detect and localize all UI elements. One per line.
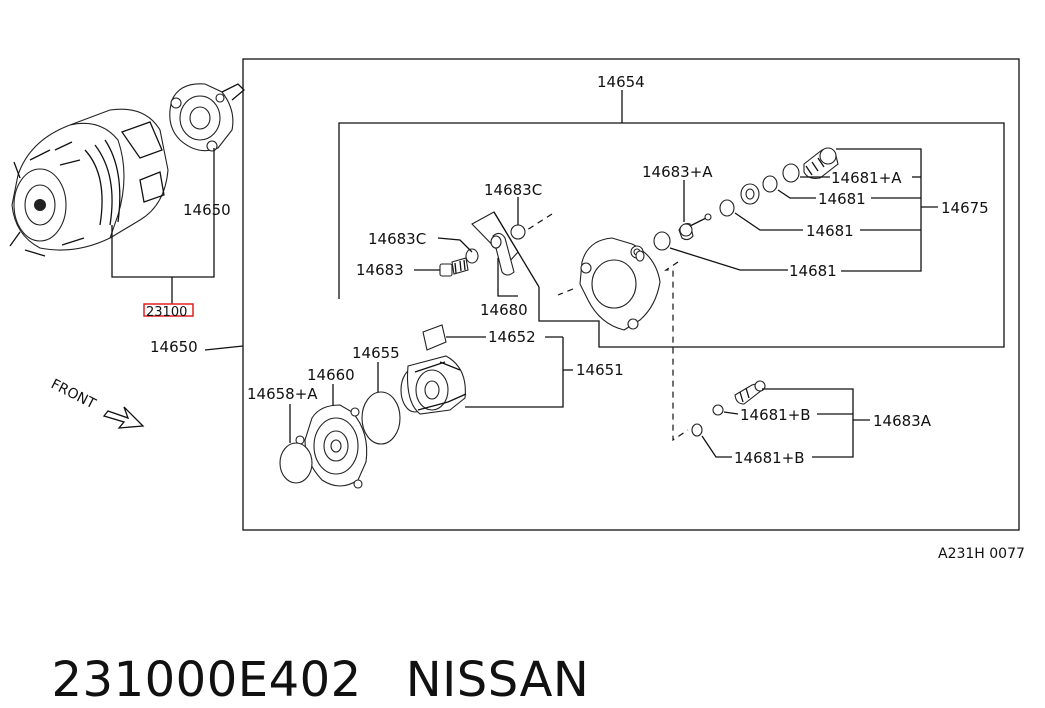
brand-name: NISSAN <box>405 652 590 708</box>
front-label: FRONT <box>48 376 98 412</box>
gasket-14658a <box>279 442 313 484</box>
block-14652 <box>422 324 447 351</box>
assembly-14654-box <box>338 122 1005 348</box>
parts-diagram: FRONT 14654 14650 23100 14650 14683C 146… <box>9 58 1025 562</box>
label-14651: 14651 <box>576 361 624 379</box>
label-14681-3: 14681 <box>789 262 837 280</box>
washer-14683c <box>510 224 526 240</box>
label-14681-1: 14681 <box>818 190 866 208</box>
label-14683: 14683 <box>356 261 404 279</box>
label-14683a-plus: 14683+A <box>642 163 713 181</box>
label-14660: 14660 <box>307 366 355 384</box>
label-14650-mid: 14650 <box>150 338 198 356</box>
brush-holder-housing <box>579 237 661 331</box>
gasket-14655 <box>361 391 401 445</box>
highlight-box-23100 <box>143 303 194 317</box>
label-14683a: 14683A <box>873 412 932 430</box>
label-14658a: 14658+A <box>247 385 318 403</box>
label-14683c-left: 14683C <box>368 230 426 248</box>
footer: 231000E402 NISSAN <box>20 596 589 708</box>
label-14675: 14675 <box>941 199 989 217</box>
label-14652: 14652 <box>488 328 536 346</box>
label-14681-2: 14681 <box>806 222 854 240</box>
label-14680: 14680 <box>480 301 528 319</box>
part-number: 231000E402 <box>51 652 362 708</box>
bracket-14680 <box>471 211 540 288</box>
washer-14683c-2 <box>465 248 479 264</box>
terminal-chain-14683a <box>635 147 839 262</box>
alternator-illustration <box>9 108 169 257</box>
rear-cover-illustration <box>169 83 245 152</box>
label-14681b-2: 14681+B <box>734 449 805 467</box>
label-14650-top: 14650 <box>183 201 231 219</box>
label-23100: 23100 <box>146 305 187 320</box>
rotor-14651 <box>400 355 467 415</box>
label-14681a: 14681+A <box>831 169 902 187</box>
drawing-code: A231H 0077 <box>938 546 1025 562</box>
terminal-set-14683a <box>691 380 766 437</box>
front-arrow: FRONT <box>48 376 145 429</box>
label-14681b-1: 14681+B <box>740 406 811 424</box>
bolt-14683 <box>439 257 469 277</box>
label-14655: 14655 <box>352 344 400 362</box>
diagram-frame <box>242 58 1020 531</box>
end-plate-14660 <box>295 404 368 489</box>
label-14654: 14654 <box>597 73 645 91</box>
label-14683c-top: 14683C <box>484 181 542 199</box>
